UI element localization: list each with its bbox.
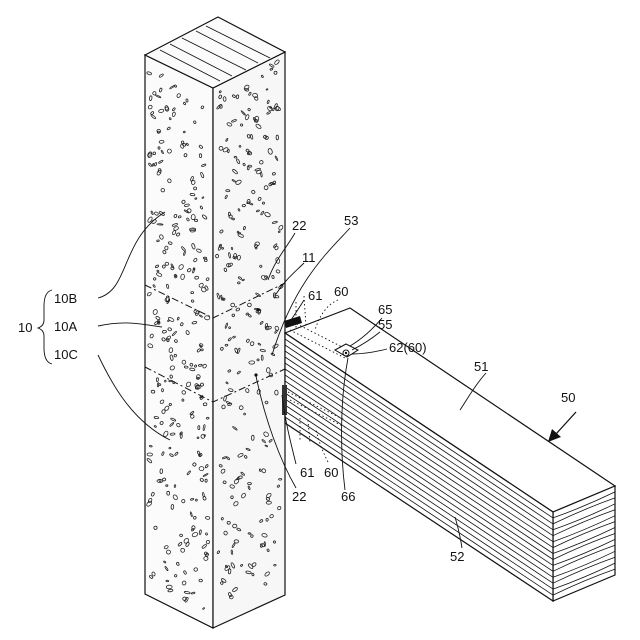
beam-50 xyxy=(282,296,615,601)
label-10b: 10B xyxy=(54,291,77,306)
label-61-lower: 61 xyxy=(300,465,314,480)
label-10: 10 xyxy=(18,320,32,335)
label-61-upper: 61 xyxy=(308,288,322,303)
down-right-arrow-icon xyxy=(548,412,576,442)
column-10 xyxy=(145,17,285,628)
label-10a: 10A xyxy=(54,319,77,334)
label-55: 55 xyxy=(378,317,392,332)
label-65: 65 xyxy=(378,302,392,317)
label-60-lower: 60 xyxy=(324,465,338,480)
label-62-60: 62(60) xyxy=(389,340,427,355)
label-22-upper: 22 xyxy=(292,218,306,233)
label-53: 53 xyxy=(344,213,358,228)
label-11: 11 xyxy=(302,250,316,265)
label-51: 51 xyxy=(474,359,488,374)
label-52: 52 xyxy=(450,549,464,564)
label-50: 50 xyxy=(561,390,575,405)
label-60-upper: 60 xyxy=(334,284,348,299)
label-22-lower: 22 xyxy=(292,489,306,504)
label-66: 66 xyxy=(341,489,355,504)
label-10c: 10C xyxy=(54,347,78,362)
